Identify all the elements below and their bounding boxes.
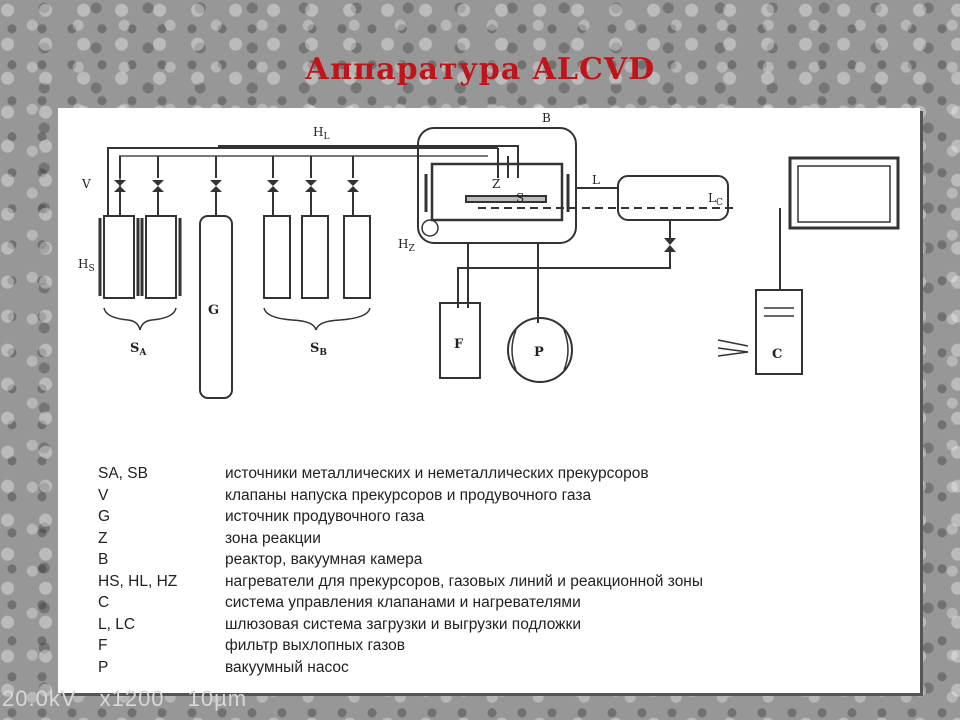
- substrate: [465, 195, 547, 203]
- legend: SA, SB источники металлических и неметалл…: [98, 463, 898, 678]
- legend-desc: фильтр выхлопных газов: [225, 637, 406, 654]
- manifold-line: [119, 156, 354, 178]
- inlet-lines: [497, 148, 519, 178]
- legend-code: SA, SB: [98, 465, 148, 482]
- legend-code: HS, HL, HZ: [98, 572, 178, 590]
- legend-code: F: [98, 637, 108, 654]
- label-lc: LC: [708, 191, 723, 208]
- legend-code: G: [98, 508, 111, 525]
- upper-manifold: [218, 145, 519, 168]
- legend-code: V: [98, 486, 109, 504]
- slide-title: Аппаратура ALCVD: [304, 52, 656, 87]
- legend-code: P: [98, 658, 109, 676]
- valve-icon: [267, 180, 279, 192]
- label-s: S: [516, 191, 524, 205]
- diagram-panel: HL B V HS SA G SB Z S HZ L LC F P C SA, …: [58, 108, 920, 693]
- label-sa: SA: [130, 341, 147, 358]
- loadlock-vent: [457, 220, 671, 308]
- label-l: L: [592, 173, 600, 187]
- valve-icon: [305, 180, 317, 192]
- label-p: P: [534, 345, 544, 360]
- legend-code: Z: [98, 529, 108, 547]
- legend-desc: нагреватели для прекурсоров, газовых лин…: [225, 572, 704, 590]
- heated-gas-line: [107, 147, 498, 216]
- controller-c: [755, 289, 803, 375]
- valve-icon: [664, 238, 676, 252]
- valve-icon: [114, 180, 126, 192]
- brace-sa: [103, 307, 177, 331]
- source-sb-3: [343, 215, 371, 299]
- valve-icon: [210, 180, 222, 192]
- source-sa-2: [145, 215, 177, 299]
- label-b: B: [542, 111, 551, 125]
- source-sb-1: [263, 215, 291, 299]
- legend-desc: зона реакции: [225, 529, 321, 547]
- legend-row: L, LC шлюзовая система загрузки и выгрузк…: [98, 614, 898, 636]
- label-v: V: [81, 177, 91, 191]
- legend-code: C: [98, 594, 110, 611]
- label-z: Z: [492, 177, 500, 191]
- purge-gas-g: [199, 215, 233, 399]
- label-f: F: [454, 337, 464, 352]
- alcvd-schematic: HL B V HS SA G SB Z S HZ L LC F P C: [78, 111, 900, 399]
- loadlock-chamber: [617, 175, 729, 221]
- legend-code: L, LC: [98, 615, 136, 633]
- heater-hz: [421, 219, 439, 237]
- valve-icon: [152, 180, 164, 192]
- exhaust-line: [467, 243, 539, 323]
- monitor: [788, 156, 900, 230]
- legend-desc: источники металлических и неметаллически…: [225, 465, 649, 482]
- legend-desc: шлюзовая система загрузки и выгрузки под…: [225, 615, 581, 633]
- legend-desc: реактор, вакуумная камера: [225, 551, 423, 568]
- legend-desc: источник продувочного газа: [225, 508, 425, 525]
- legend-row: HS, HL, HZ нагреватели для прекурсоров, г…: [98, 571, 898, 593]
- label-hl: HL: [313, 125, 329, 142]
- source-sb-2: [301, 215, 329, 299]
- label-hz: HZ: [398, 237, 415, 254]
- valve-icon: [347, 180, 359, 192]
- brace-sb: [263, 307, 371, 331]
- pump-p: [507, 317, 573, 383]
- label-sb: SB: [310, 341, 327, 358]
- label-g: G: [208, 303, 219, 318]
- legend-code: B: [98, 551, 109, 568]
- legend-desc: вакуумный насос: [225, 658, 349, 676]
- legend-desc: клапаны напуска прекурсоров и продувочно…: [225, 486, 592, 504]
- filter-f: [439, 302, 481, 379]
- legend-desc: система управления клапанами и нагревате…: [225, 594, 581, 611]
- source-sa-1: [103, 215, 135, 299]
- label-c: C: [772, 347, 782, 362]
- label-hs: HS: [78, 257, 95, 274]
- reactor-chamber: [417, 127, 577, 244]
- legend-row: SA, SB источники металлических и неметалл…: [98, 463, 898, 485]
- sem-info-bar: 20.0kV x1200 10µm: [2, 686, 248, 711]
